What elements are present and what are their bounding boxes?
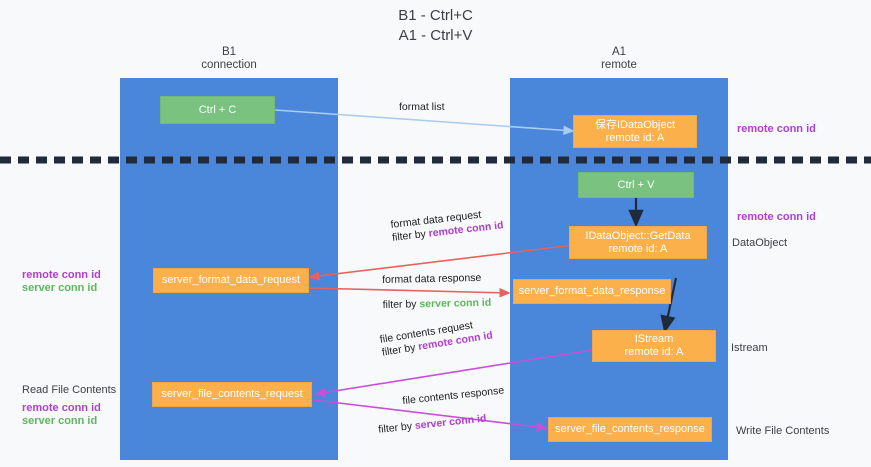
edge-label-format-data-response: format data response filter by server co… bbox=[382, 272, 491, 312]
node-server-format-data-request-label: server_format_data_request bbox=[161, 274, 301, 286]
node-idataobject-line1: 保存IDataObject bbox=[594, 118, 676, 131]
node-server-format-data-response-label: server_format_data_response bbox=[518, 285, 666, 297]
node-server-format-data-response[interactable]: server_format_data_response bbox=[513, 279, 671, 304]
column-header-a1: A1 remote bbox=[510, 46, 728, 72]
edge-format-data-request bbox=[308, 244, 575, 281]
node-istream-line1: IStream bbox=[634, 333, 674, 345]
node-ctrl-c[interactable]: Ctrl + C bbox=[160, 96, 275, 124]
column-header-a1-sub: remote bbox=[601, 59, 637, 71]
annotation-dataobject: DataObject bbox=[732, 237, 788, 249]
node-server-file-contents-response-label: server_file_contents_response bbox=[555, 423, 705, 435]
annotation-left-mid-server-conn-id: server conn id bbox=[22, 282, 98, 294]
edge-label-format-data-response-pre: filter by bbox=[382, 298, 420, 311]
node-ctrl-c-label: Ctrl + C bbox=[198, 103, 237, 116]
edge-format-data-response bbox=[307, 287, 511, 298]
edge-label-format-list: format list bbox=[399, 101, 445, 114]
edge-label-format-data-response-key: server conn id bbox=[419, 296, 492, 311]
node-getdata-line1: IDataObject::GetData bbox=[585, 229, 691, 242]
node-istream[interactable]: IStream remote id: A bbox=[592, 330, 716, 362]
annotation-left-bottom-server-conn-id: server conn id bbox=[22, 415, 98, 427]
edge-label-format-data-response-line1: format data response bbox=[382, 271, 482, 286]
node-server-format-data-request[interactable]: server_format_data_request bbox=[153, 268, 309, 293]
annotation-right-mid-remote-conn-id: remote conn id bbox=[737, 211, 816, 223]
node-server-file-contents-request[interactable]: server_file_contents_request bbox=[152, 382, 312, 407]
annotation-istream: Istream bbox=[731, 342, 768, 354]
column-header-a1-name: A1 bbox=[611, 46, 627, 58]
diagram-title: B1 - Ctrl+C A1 - Ctrl+V bbox=[0, 6, 871, 46]
annotation-right-top-remote-conn-id: remote conn id bbox=[737, 123, 816, 135]
node-ctrl-v-label: Ctrl + V bbox=[617, 178, 655, 191]
title-line-2: A1 - Ctrl+V bbox=[398, 27, 473, 44]
column-header-b1: B1 connection bbox=[120, 46, 338, 72]
node-idataobject[interactable]: 保存IDataObject remote id: A bbox=[573, 115, 697, 148]
edge-label-file-contents-response-pre: filter by bbox=[377, 420, 416, 436]
node-server-file-contents-response[interactable]: server_file_contents_response bbox=[548, 417, 712, 442]
node-idataobject-line2: remote id: A bbox=[605, 131, 665, 144]
edge-response-to-istream bbox=[660, 277, 678, 334]
annotation-read-file-contents: Read File Contents bbox=[22, 384, 117, 396]
edge-label-format-data-response-line2: filter by server conn id bbox=[383, 297, 492, 312]
annotation-left-bottom-remote-conn-id: remote conn id bbox=[22, 402, 101, 414]
node-ctrl-v[interactable]: Ctrl + V bbox=[578, 172, 694, 198]
title-line-1: B1 - Ctrl+C bbox=[398, 7, 473, 24]
annotation-write-file-contents: Write File Contents bbox=[736, 425, 830, 437]
column-header-b1-sub: connection bbox=[201, 59, 257, 71]
node-istream-line2: remote id: A bbox=[624, 346, 684, 358]
node-getdata-line2: remote id: A bbox=[608, 242, 668, 255]
annotation-left-mid-remote-conn-id: remote conn id bbox=[22, 269, 101, 281]
edge-label-format-list-text: format list bbox=[399, 101, 445, 113]
column-header-b1-name: B1 bbox=[221, 46, 237, 58]
node-getdata[interactable]: IDataObject::GetData remote id: A bbox=[569, 226, 707, 259]
edge-file-contents-response bbox=[313, 399, 548, 432]
edge-format-list bbox=[274, 109, 575, 136]
node-server-file-contents-request-label: server_file_contents_request bbox=[161, 388, 303, 400]
edge-file-contents-request bbox=[314, 349, 593, 398]
